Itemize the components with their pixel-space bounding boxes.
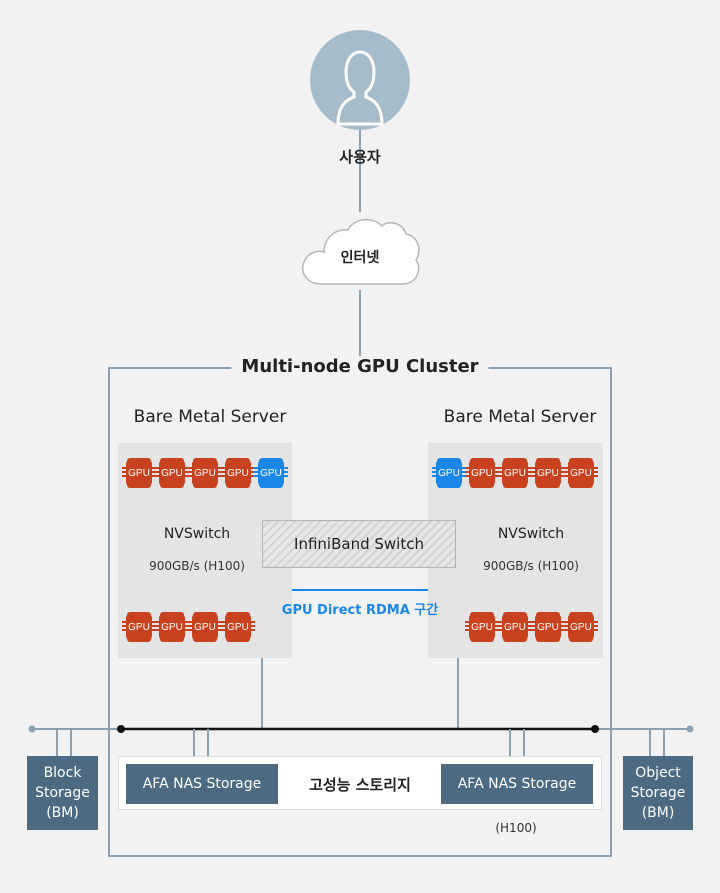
gpu-chip: GPU	[465, 460, 499, 486]
gpu-chip: GPU	[564, 614, 598, 640]
cloud-icon	[302, 218, 420, 285]
nvswitch-label-left: NVSwitch	[163, 526, 231, 542]
object-storage: Object Storage (BM)	[623, 756, 693, 830]
gpu-chip: GPU	[465, 614, 499, 640]
rdma-label: GPU Direct RDMA 구간	[281, 603, 439, 618]
gpu-chip: GPU	[531, 614, 565, 640]
nvswitch-speed-right: 900GB/s (H100)	[483, 559, 579, 573]
gpu-chip: GPU	[155, 614, 189, 640]
gpu-chip: GPU	[122, 614, 156, 640]
gpu-chip: GPU	[188, 460, 222, 486]
gpu-chip: GPU	[221, 614, 255, 640]
gpu-chip: GPU	[188, 614, 222, 640]
afa-nas-storage-left: AFA NAS Storage	[126, 764, 278, 804]
cluster-title: Multi-node GPU Cluster	[231, 356, 489, 377]
nvswitch-speed-left: 900GB/s (H100)	[149, 559, 245, 573]
gpu-chip: GPU	[564, 460, 598, 486]
gpu-chip: GPU	[122, 460, 156, 486]
gpu-chip: GPU	[498, 460, 532, 486]
nvswitch-label-right: NVSwitch	[497, 526, 565, 542]
afa-nas-storage-right: AFA NAS Storage	[441, 764, 593, 804]
gpu-chip: GPU	[221, 460, 255, 486]
gpu-chip: GPU	[531, 460, 565, 486]
gpu-chip: GPU	[155, 460, 189, 486]
storage-note: (H100)	[495, 821, 537, 835]
server-title-right: Bare Metal Server	[443, 407, 597, 427]
gpu-chip: GPU	[498, 614, 532, 640]
infiniband-switch: InfiniBand Switch	[262, 520, 456, 568]
gpu-chip-highlight: GPU	[432, 460, 466, 486]
user-icon	[310, 30, 410, 130]
internet-label: 인터넷	[340, 250, 380, 266]
high-performance-storage-label: 고성능 스토리지	[309, 776, 411, 794]
server-title-left: Bare Metal Server	[133, 407, 287, 427]
gpu-chip-highlight: GPU	[254, 460, 288, 486]
user-label: 사용자	[339, 148, 381, 166]
block-storage: Block Storage (BM)	[27, 756, 98, 830]
